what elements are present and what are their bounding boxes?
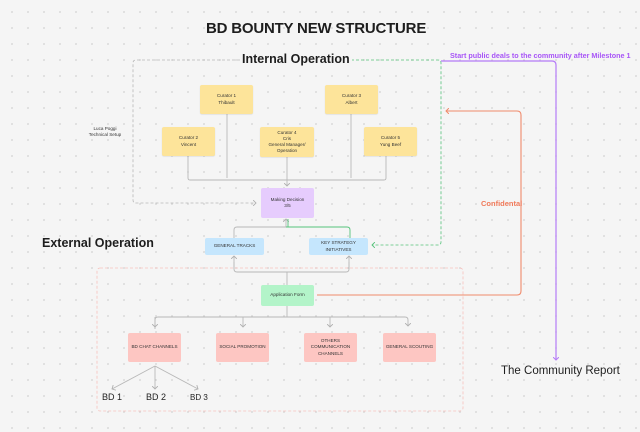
application-to-tracks-connectors xyxy=(234,256,349,285)
bd-1-label: BD 1 xyxy=(102,392,123,402)
curator-5-name: Yung Beef xyxy=(379,141,402,147)
curator-5-title: Curator 5 xyxy=(380,135,401,141)
track-connectors xyxy=(233,219,351,238)
social-promotion-card[interactable]: SOCIAL PROMOTION xyxy=(216,333,269,362)
side-note-name: Luca Poggi xyxy=(93,126,117,131)
curator-4-name: Cris xyxy=(282,135,292,141)
bd-3-label: BD 3 xyxy=(190,393,208,402)
community-report-label: The Community Report xyxy=(501,365,620,377)
bd-2-label: BD 2 xyxy=(146,392,167,402)
side-note: Luca Poggi Technical Setup xyxy=(80,126,130,138)
curator-2-name: Vincent xyxy=(180,141,197,147)
decision-quorum: 3/5 xyxy=(284,203,291,208)
public-deals-note: Start public deals to the community afte… xyxy=(450,51,631,60)
diagram-title: BD BOUNTY NEW STRUCTURE xyxy=(206,20,427,37)
application-to-channels-connectors xyxy=(155,306,408,329)
bd-connectors xyxy=(112,365,198,389)
curator-1-title: Curator 1 xyxy=(216,93,237,99)
key-strategy-initiatives-card[interactable]: KEY STRATEGY INITIATIVES xyxy=(309,238,368,255)
bd-chat-channels-card[interactable]: BD CHAT CHANNELS xyxy=(128,333,181,362)
curator-4-role-2: Operation xyxy=(276,148,298,154)
general-scouting-card[interactable]: GENERAL SCOUTING xyxy=(383,333,436,362)
others-line-3: CHANNELS xyxy=(317,350,344,356)
curator-4-role: General Manager/ xyxy=(268,142,306,147)
curator-3-name: Albert xyxy=(345,99,358,105)
application-form-card[interactable]: Application Form xyxy=(261,285,314,306)
external-operation-heading: External Operation xyxy=(42,236,154,250)
confidential-note: Confidental xyxy=(481,199,523,208)
curator-4-card[interactable]: Curator 4 Cris General Manager/ Operatio… xyxy=(260,127,314,157)
others-line-2: COMMUNICATION xyxy=(310,344,351,350)
curator-1-name: Thibault xyxy=(218,99,235,105)
public-deals-arrow xyxy=(441,60,556,360)
decision-title: Making Decision xyxy=(270,196,305,202)
general-tracks-card[interactable]: GENERAL TRACKS xyxy=(205,238,264,255)
curator-4-title: Curator 4 xyxy=(277,129,297,135)
others-line-1: OTHERS xyxy=(320,338,341,344)
curator-2-title: Curator 2 xyxy=(178,135,199,141)
internal-operation-heading: Internal Operation xyxy=(240,52,352,66)
curator-3-title: Curator 3 xyxy=(341,93,362,99)
side-note-role: Technical Setup xyxy=(88,132,122,138)
